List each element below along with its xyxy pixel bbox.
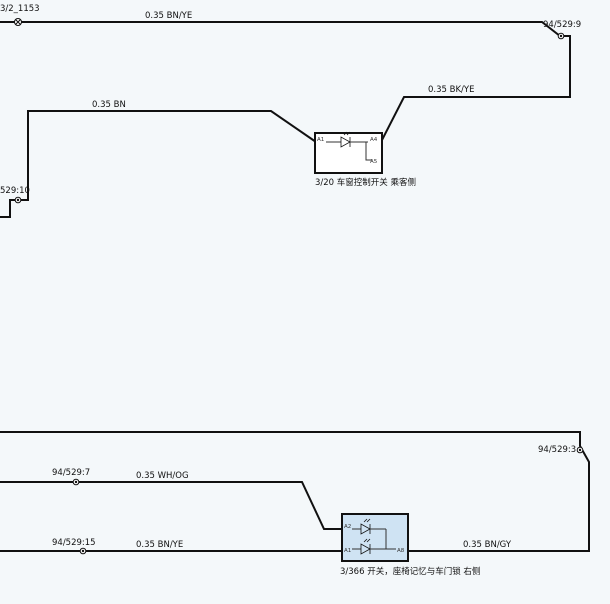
wire-whog[interactable] [0, 481, 342, 530]
connector-label-94-529-9: 94/529:9 [543, 20, 581, 30]
wire-label-bngy: 0.35 BN/GY [463, 540, 512, 550]
wire-label-bkye: 0.35 BK/YE [428, 85, 474, 95]
connector-label-529-10: 529:10 [0, 186, 30, 196]
connector-label-94-529-7: 94/529:7 [52, 468, 90, 478]
window-switch-pin-a5: A5 [370, 159, 378, 165]
wire-label-top-bnye: 0.35 BN/YE [145, 11, 192, 21]
seat-switch-pin-a8: A8 [397, 548, 405, 554]
connector-top-left[interactable] [14, 18, 22, 26]
wire-label-bn: 0.35 BN [92, 100, 126, 110]
window-switch-pin-a4: A4 [370, 137, 378, 143]
connector-94-529-7[interactable] [72, 478, 80, 486]
connector-label-94-529-15: 94/529:15 [52, 538, 96, 548]
seat-switch-pin-a1: A1 [344, 548, 351, 554]
wire-label-mid-bnye: 0.35 BN/YE [136, 540, 183, 550]
seat-switch-label: 3/366 开关，座椅记忆与车门锁 右侧 [340, 566, 480, 577]
wire-bn[interactable] [0, 110, 317, 218]
seat-switch-pin-a2: A2 [344, 524, 351, 530]
connector-94-529-9[interactable] [557, 32, 565, 40]
seat-switch-component[interactable] [341, 513, 409, 562]
window-switch-component[interactable] [314, 131, 383, 174]
wire-label-whog: 0.35 WH/OG [136, 471, 189, 481]
wire-top-bnye[interactable] [0, 21, 571, 141]
wire-loop-right[interactable] [0, 431, 590, 552]
connector-label-94-529-3: 94/529:3 [538, 445, 576, 455]
connector-94-529-3[interactable] [576, 446, 584, 454]
window-switch-pin-a1: A1 [317, 137, 324, 143]
connector-label-top-left: 3/2_1153 [0, 4, 40, 14]
connector-529-10[interactable] [14, 196, 22, 204]
connector-94-529-15[interactable] [79, 547, 87, 555]
window-switch-label: 3/20 车窗控制开关 乘客侧 [315, 177, 416, 188]
